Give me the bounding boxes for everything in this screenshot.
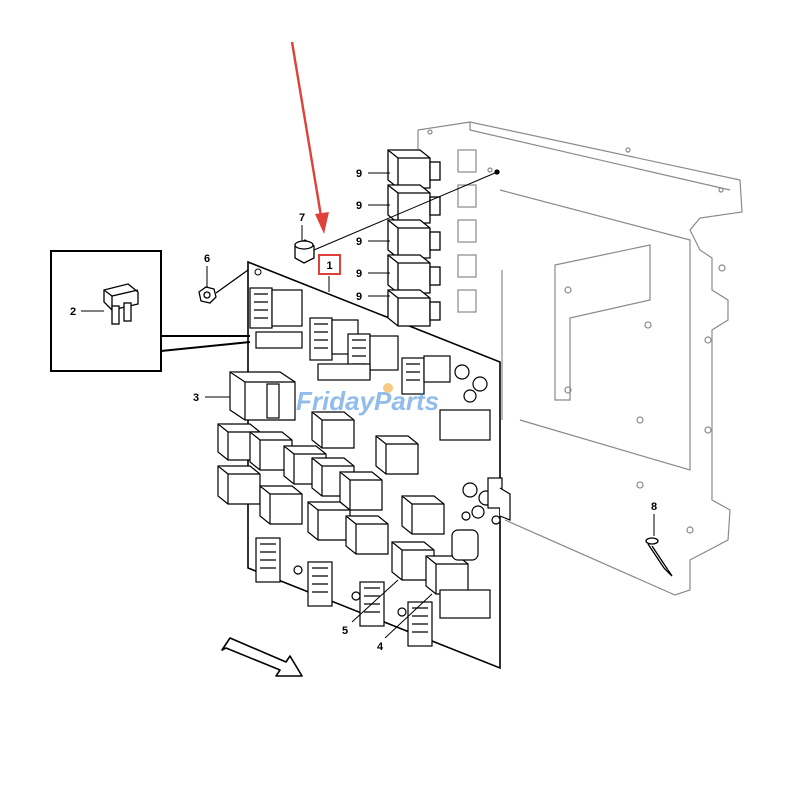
fuse-icon [103,283,139,325]
screw-8 [645,537,673,577]
bracket-relays [387,149,441,327]
leader-lines [81,172,655,639]
connector-bottom-4 [407,601,433,647]
callout-3: 3 [193,392,199,404]
board-relay-l [401,495,445,535]
callout-5: 5 [342,625,348,637]
board-relay-j [307,501,351,541]
board-relay-i [259,485,303,525]
callout-9d: 9 [356,268,362,280]
board-relay-h [217,465,261,505]
board-relay-g [339,471,383,511]
board-relay-d [311,411,355,449]
board-relay-4 [425,555,469,595]
relay-9b [387,184,441,224]
board-components [217,287,511,647]
callout-box-1 [318,254,341,275]
board-relay-e [375,435,419,475]
callout-8: 8 [651,501,657,513]
watermark-accent-icon [383,383,393,393]
nut-6 [198,269,249,304]
relay-9a [387,149,441,189]
fuse-block-3 [229,371,296,421]
callout-4: 4 [377,641,384,653]
callout-9b: 9 [356,200,362,212]
direction-arrow-icon [221,637,303,677]
relay-9c [387,219,441,259]
connector-top-1 [249,287,303,329]
callout-6: 6 [204,253,210,265]
watermark: FridayParts [296,383,439,416]
mounting-bracket [417,121,743,596]
callout-9c: 9 [356,236,362,248]
connector-bottom-1 [255,537,281,583]
fuse-detail-box [50,250,251,372]
callout-2: 2 [70,306,76,318]
connector-bottom-2 [307,561,333,607]
board-relay-k [345,515,389,555]
watermark-text: FridayParts [296,386,439,416]
callout-9e: 9 [356,291,362,303]
relay-9e [387,289,441,327]
highlight-arrow [290,41,329,234]
connector-top-4 [401,355,451,395]
relay-9d [387,254,441,294]
spacer-7 [294,169,500,264]
connector-top-2 [309,317,359,361]
callout-7: 7 [299,212,305,224]
callout-labels: 1 2 3 4 5 6 7 8 9 9 9 9 9 [70,168,657,653]
callout-9a: 9 [356,168,362,180]
callout-1: 1 [326,260,332,272]
